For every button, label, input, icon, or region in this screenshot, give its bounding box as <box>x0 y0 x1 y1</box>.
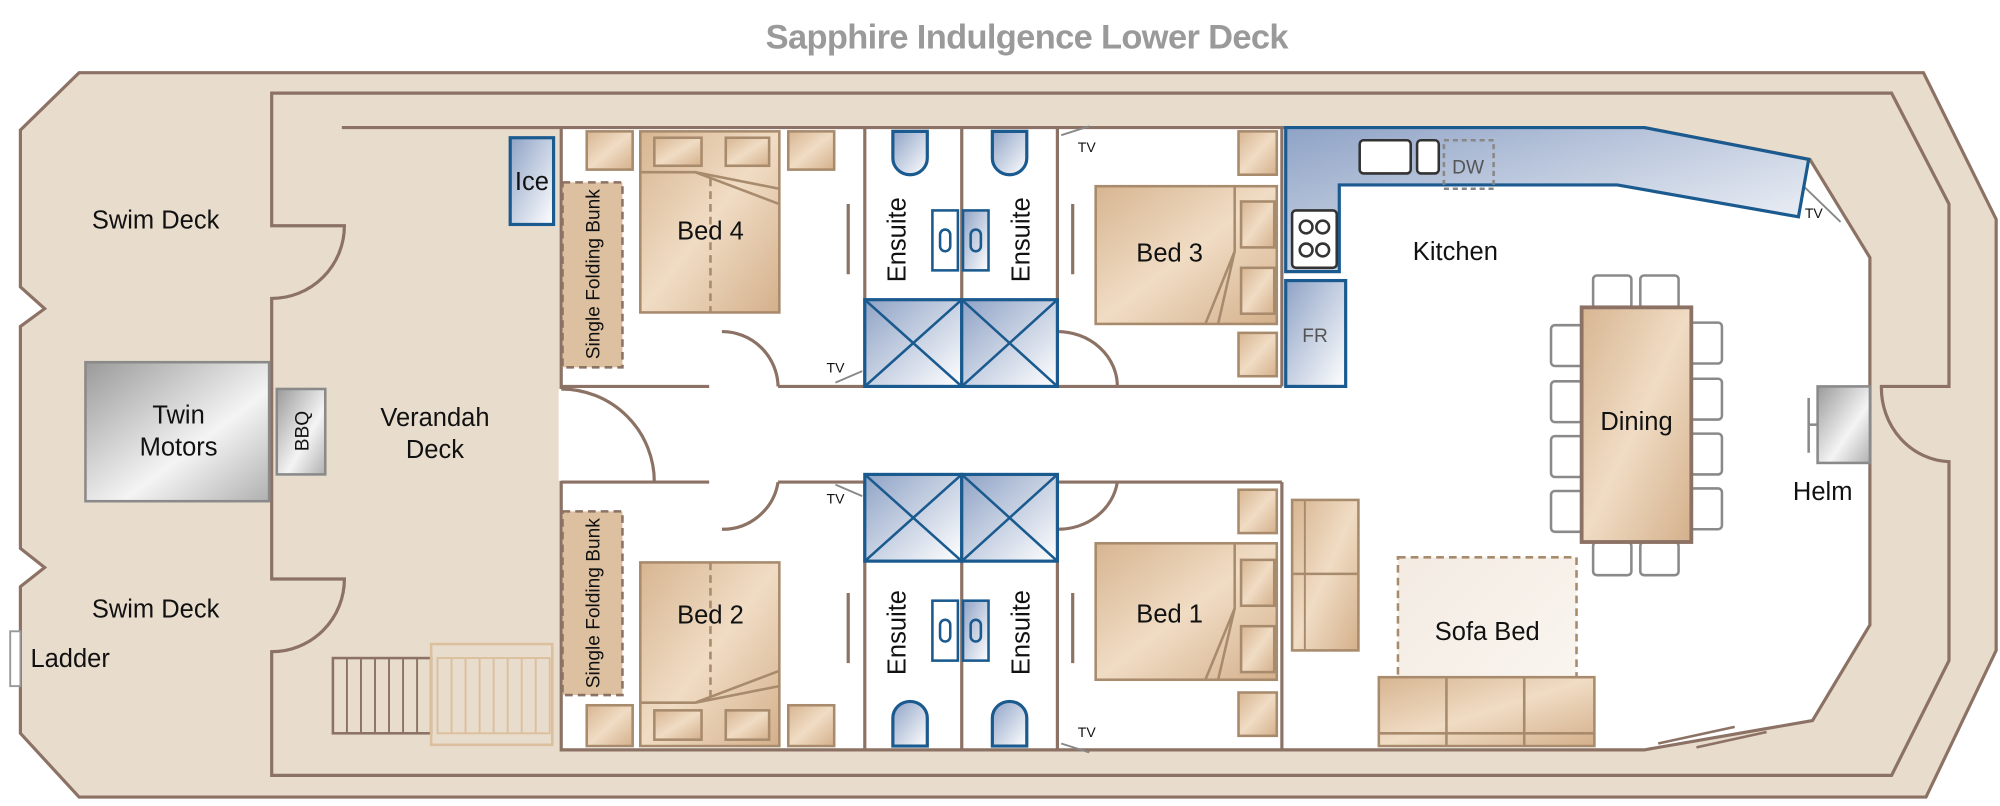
sink-icon <box>1415 139 1441 175</box>
toilet-icon <box>990 699 1029 748</box>
dw-label: DW <box>1452 157 1484 178</box>
armchair <box>1290 498 1360 652</box>
sofa-bed-label: Sofa Bed <box>1435 618 1540 646</box>
helm-label: Helm <box>1793 478 1853 506</box>
bunk-bottom-label: Single Folding Bunk <box>583 518 604 689</box>
fridge <box>1284 278 1348 389</box>
ladder[interactable] <box>9 630 22 688</box>
helm-console <box>1816 385 1872 465</box>
kitchen-label: Kitchen <box>1413 238 1498 266</box>
ice-label: Ice <box>515 168 549 196</box>
bed-2-room: Bed 2 Single Folding Bunk <box>561 510 836 748</box>
shower-bottom <box>863 472 1059 563</box>
page-title: Sapphire Indulgence Lower Deck <box>766 18 1290 56</box>
ensuite-label: Ensuite <box>884 197 912 282</box>
dining-label: Dining <box>1600 408 1672 436</box>
bunk-top-label: Single Folding Bunk <box>583 189 604 360</box>
verandah-label: Verandah <box>380 404 489 432</box>
dining-table <box>1579 305 1694 544</box>
twin-motors-label-2: Motors <box>140 433 218 461</box>
tv-label: TV <box>827 491 846 507</box>
toilet-icon <box>990 129 1029 177</box>
bbq-label: BBQ <box>293 411 314 451</box>
bed-3-label: Bed 3 <box>1136 239 1203 267</box>
ensuite-label: Ensuite <box>884 590 912 675</box>
stairs <box>331 642 554 747</box>
dishwasher <box>1442 139 1495 191</box>
verandah-label-2: Deck <box>406 436 464 464</box>
twin-motors-label: Twin <box>152 401 204 429</box>
stove-icon <box>1290 209 1339 270</box>
bbq <box>275 387 327 476</box>
sink-icon <box>1358 139 1412 175</box>
tv-label: TV <box>827 359 846 375</box>
shower-top <box>863 298 1059 389</box>
twin-motors <box>84 360 271 503</box>
bed-4-label: Bed 4 <box>677 218 744 246</box>
sink-icon <box>931 209 990 662</box>
bed-2-label: Bed 2 <box>677 602 744 630</box>
bed-3-room: Bed 3 <box>1094 130 1279 378</box>
swim-deck-top-label: Swim Deck <box>92 206 220 234</box>
tv-label: TV <box>1078 139 1097 155</box>
ensuites: Ensuite Ensuite Ensuite Ensuite <box>863 129 1059 748</box>
sofa <box>1377 675 1596 748</box>
tv-label: TV <box>1805 205 1824 221</box>
bed-1-label: Bed 1 <box>1136 600 1203 628</box>
swim-deck-bottom-label: Swim Deck <box>92 595 220 623</box>
ladder-label: Ladder <box>30 645 110 673</box>
ensuite-label: Ensuite <box>1007 590 1035 675</box>
tv-label: TV <box>1078 724 1097 740</box>
toilet-icon <box>891 699 929 748</box>
bed-1-room: Bed 1 <box>1094 488 1279 738</box>
bed-4-room: Bed 4 Single Folding Bunk <box>561 130 836 369</box>
ensuite-label: Ensuite <box>1007 197 1035 282</box>
fr-label: FR <box>1302 326 1328 347</box>
ice-box <box>508 136 556 227</box>
tv-markers <box>835 125 1842 754</box>
toilet-icon <box>891 129 929 177</box>
inner-deck-outline <box>270 91 1951 777</box>
